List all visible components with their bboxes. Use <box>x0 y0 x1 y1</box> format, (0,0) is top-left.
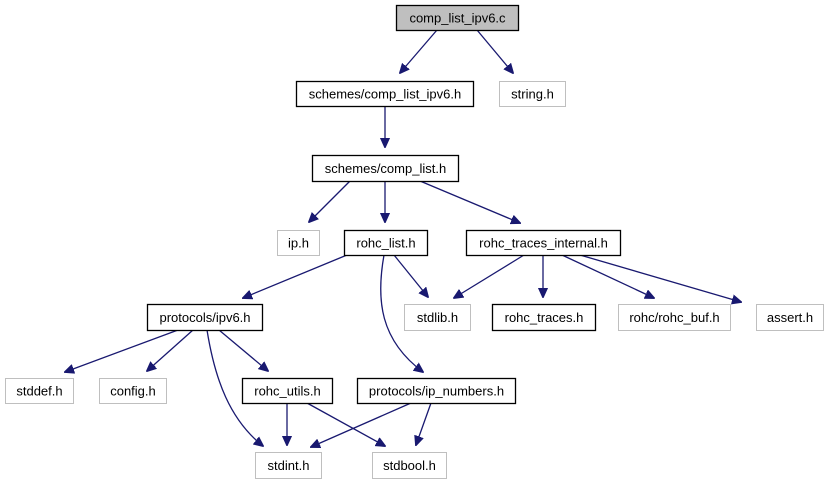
node-ip-h: ip.h <box>277 230 320 256</box>
node-label: protocols/ip_numbers.h <box>369 384 504 399</box>
edge-n6-n8 <box>454 254 525 298</box>
node-box <box>255 452 322 479</box>
node-label: config.h <box>110 384 156 399</box>
nodes-layer: comp_list_ipv6.c schemes/comp_list_ipv6.h… <box>5 4 824 479</box>
node-stddef-h: stddef.h <box>5 378 74 404</box>
node-protocols-ipv6-h[interactable]: protocols/ipv6.h <box>146 303 264 332</box>
node-label: rohc/rohc_buf.h <box>629 310 719 325</box>
node-config-h: config.h <box>99 378 167 404</box>
edge-n14-n17 <box>306 402 385 446</box>
node-box <box>499 81 566 107</box>
node-label: assert.h <box>767 310 813 325</box>
node-rohc-traces-internal-h[interactable]: rohc_traces_internal.h <box>465 229 622 257</box>
edge-n7-n12 <box>65 329 179 372</box>
node-box <box>372 452 447 479</box>
edge-n3-n6 <box>419 180 520 223</box>
node-label: string.h <box>511 87 554 102</box>
node-box <box>395 4 520 32</box>
node-box <box>277 230 320 256</box>
node-label: ip.h <box>288 236 309 251</box>
edge-n0-n2 <box>476 29 513 73</box>
node-string-h: string.h <box>499 81 566 107</box>
edge-n5-n8 <box>393 254 428 297</box>
node-assert-h: assert.h <box>756 304 824 331</box>
node-box <box>465 229 622 257</box>
node-label: schemes/comp_list_ipv6.h <box>309 87 461 102</box>
node-box <box>241 377 334 405</box>
edge-n6-n11 <box>579 254 741 302</box>
node-protocols-ip-numbers-h[interactable]: protocols/ip_numbers.h <box>356 377 517 405</box>
node-label: stdint.h <box>268 458 310 473</box>
edge-n5-n15 <box>380 254 423 372</box>
edge-n15-n17 <box>416 402 432 445</box>
node-rohc-utils-h[interactable]: rohc_utils.h <box>241 377 334 405</box>
edge-n15-n16 <box>311 402 412 447</box>
node-schemes-comp-list-h[interactable]: schemes/comp_list.h <box>311 154 460 183</box>
node-box <box>146 303 264 332</box>
node-rohc-list-h[interactable]: rohc_list.h <box>343 229 429 257</box>
edge-n7-n14 <box>218 329 268 371</box>
node-rohc-rohc-buf-h: rohc/rohc_buf.h <box>618 304 731 331</box>
node-label: comp_list_ipv6.c <box>409 11 506 26</box>
node-stdlib-h: stdlib.h <box>404 304 471 331</box>
node-box <box>99 378 167 404</box>
node-schemes-comp-list-ipv6-h[interactable]: schemes/comp_list_ipv6.h <box>295 80 475 108</box>
node-label: protocols/ipv6.h <box>159 310 250 325</box>
edge-n3-n4 <box>309 180 351 222</box>
node-stdint-h: stdint.h <box>255 452 322 479</box>
edge-n7-n13 <box>147 329 194 371</box>
node-box <box>5 378 74 404</box>
node-rohc-traces-h[interactable]: rohc_traces.h <box>491 303 597 332</box>
node-label: stddef.h <box>16 384 62 399</box>
node-label: rohc_traces.h <box>505 310 584 325</box>
node-box <box>618 304 731 331</box>
node-box <box>343 229 429 257</box>
node-stdbool-h: stdbool.h <box>372 452 447 479</box>
node-label: rohc_utils.h <box>254 384 320 399</box>
node-box <box>756 304 824 331</box>
node-box <box>356 377 517 405</box>
node-label: schemes/comp_list.h <box>325 161 446 176</box>
edge-n0-n1 <box>400 29 438 73</box>
node-box <box>311 154 460 183</box>
node-label: rohc_traces_internal.h <box>479 236 608 251</box>
node-box <box>491 303 597 332</box>
node-comp-list-ipv6-c[interactable]: comp_list_ipv6.c <box>395 4 520 32</box>
edges-layer <box>65 29 741 447</box>
node-label: rohc_list.h <box>356 236 415 251</box>
node-box <box>404 304 471 331</box>
edge-n6-n10 <box>561 254 654 298</box>
node-label: stdbool.h <box>383 458 436 473</box>
edge-n5-n7 <box>243 254 348 298</box>
edge-n7-n16 <box>206 329 263 446</box>
node-box <box>295 80 475 108</box>
node-label: stdlib.h <box>417 310 458 325</box>
